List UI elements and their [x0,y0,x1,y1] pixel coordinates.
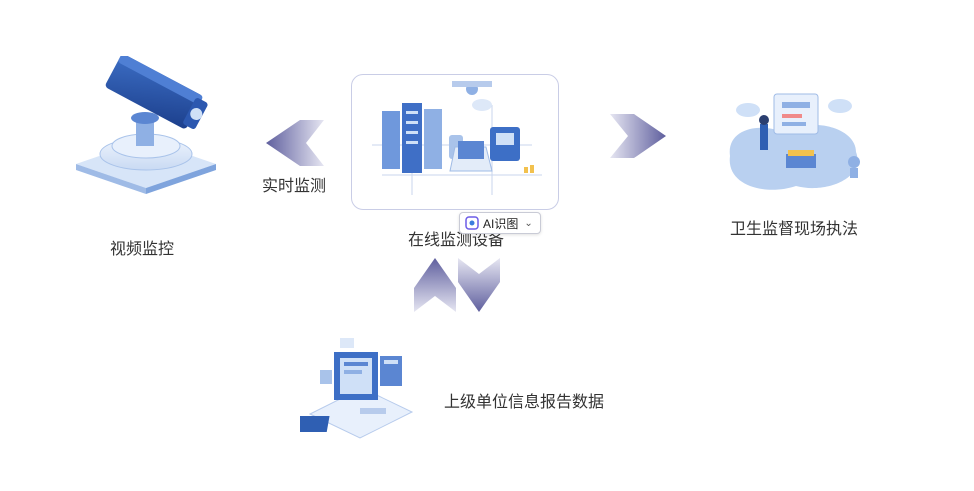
arrow-down-icon [458,258,500,312]
arrow-right-icon [610,114,666,158]
arrow-up-icon [414,258,456,312]
video-label: 视频监控 [110,241,175,258]
inspector-dashboard-icon [729,93,860,190]
security-camera-icon [76,56,216,194]
data-report-laptop-icon [300,338,414,439]
video-node [66,56,226,196]
field-label: 卫生监督现场执法 [730,221,859,238]
device-card [351,74,559,210]
report-label: 上级单位信息报告数据 [444,394,605,411]
field-node [716,86,872,196]
arrow-left-icon [266,120,324,166]
ai-scan-label: AI识图 [483,216,519,231]
report-node [300,334,418,444]
device-label: 在线监测设备 [408,232,505,249]
edge-label-realtime: 实时监测 [262,178,327,195]
ai-scan-button[interactable]: AI识图 ⌄ [459,212,541,234]
chevron-down-icon: ⌄ [524,217,533,229]
ai-scan-icon [465,216,479,230]
server-network-icon [372,81,542,195]
